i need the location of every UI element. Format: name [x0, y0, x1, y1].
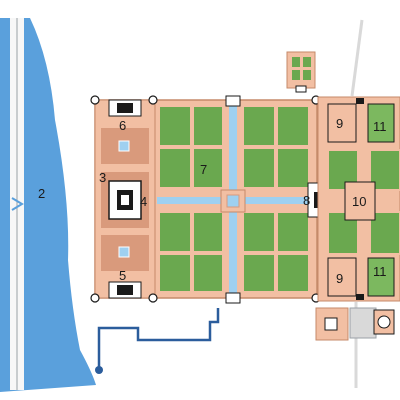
south-annex-left-pool	[324, 317, 338, 331]
lawn	[158, 211, 192, 253]
label-garden: 7	[200, 162, 207, 177]
lawn	[276, 211, 310, 253]
lawn	[192, 105, 224, 147]
lawn	[276, 147, 310, 189]
label-river: 2	[38, 186, 45, 201]
south-annex-right	[349, 307, 377, 339]
north-annex-lawns	[292, 57, 311, 80]
court-south	[367, 257, 395, 297]
mosque-south-pool	[118, 246, 130, 258]
garden-pavilion-south	[225, 292, 241, 304]
label-left-mosque-south: 5	[119, 268, 126, 283]
pavilion-north-core	[117, 103, 133, 113]
lawn	[192, 147, 224, 189]
lawn	[242, 211, 276, 253]
great-gate	[344, 181, 376, 221]
central-tank	[226, 194, 240, 208]
pavilion-south-core	[117, 285, 133, 295]
lawn	[276, 105, 310, 147]
river-break-mark	[11, 197, 24, 211]
court-north	[367, 103, 395, 143]
north-annex-gate	[295, 85, 307, 93]
label-forecourt-north: 9	[336, 116, 343, 131]
lawn	[242, 147, 276, 189]
lawn	[242, 105, 276, 147]
tomb-core-inner	[121, 195, 129, 205]
lawn	[158, 147, 192, 189]
lawn	[192, 253, 224, 293]
forecourt-black-bar-south	[356, 294, 364, 300]
label-forecourt-south: 9	[336, 271, 343, 286]
forecourt-pavilion-south	[327, 257, 357, 297]
forecourt-black-bar-north	[356, 98, 364, 104]
label-left-mosque-north: 6	[119, 118, 126, 133]
garden-pavilion-north	[225, 95, 241, 107]
road-north	[350, 19, 364, 97]
label-left-building: 3	[99, 170, 106, 185]
lawn	[242, 253, 276, 293]
drain-pipe	[97, 308, 220, 370]
garden-lawns	[158, 105, 310, 293]
forecourt-pavilion-north	[327, 103, 357, 143]
lawn	[158, 253, 192, 293]
lawn	[158, 105, 192, 147]
south-annex-dome	[377, 315, 391, 329]
lawn	[192, 211, 224, 253]
label-court-north: 11	[373, 119, 387, 134]
label-gate: 8	[303, 193, 310, 208]
label-tomb: 4	[140, 194, 147, 209]
label-great-gate: 10	[352, 194, 366, 209]
mosque-north-pool	[118, 140, 130, 152]
lawn	[276, 253, 310, 293]
label-court-south: 11	[373, 264, 387, 279]
